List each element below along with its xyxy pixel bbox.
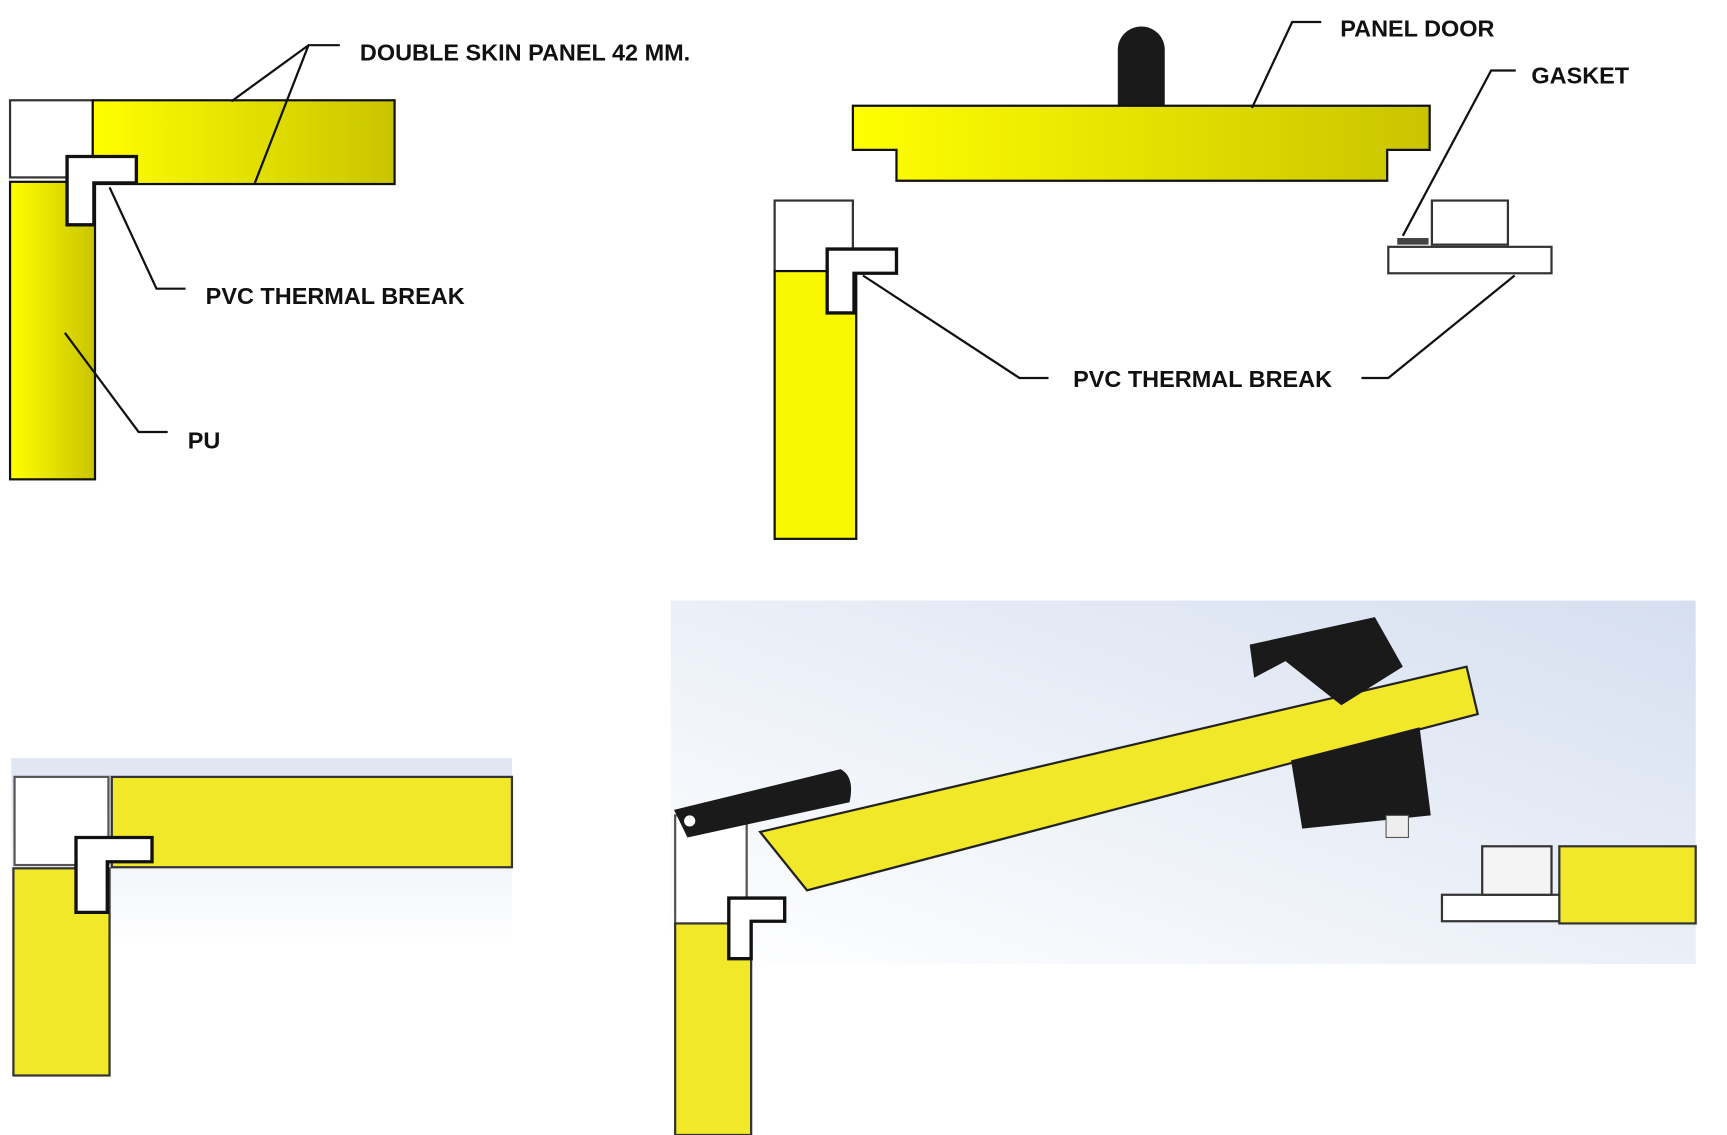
render-pvc-thermal-break (74, 835, 154, 915)
pvc-thermal-break (65, 154, 139, 227)
leader-double-skin (230, 44, 340, 184)
render-handle-bottom (1291, 727, 1431, 829)
render-horizontal-panel (110, 775, 514, 869)
label-pvc-thermal-break: PVC THERMAL BREAK (206, 283, 465, 309)
corner-render (11, 758, 514, 1077)
door-handle (1117, 26, 1165, 106)
render-pvc-left (727, 896, 787, 961)
corner-profile (8, 99, 94, 179)
leader-pu (63, 332, 168, 434)
render-bolt (1385, 814, 1409, 839)
label-pvc-thermal-break-right: PVC THERMAL BREAK (1073, 366, 1332, 392)
render-handle-top (1249, 617, 1403, 706)
vertical-panel-pu (8, 180, 97, 481)
label-gasket: GASKET (1531, 63, 1629, 89)
label-pu: PU (188, 428, 221, 454)
wall-panel (773, 269, 858, 540)
leader-pvc-left (108, 186, 186, 290)
leader-gasket (1401, 69, 1516, 237)
frame-profile-right (1430, 199, 1510, 246)
leader-pvc-right-b (1361, 274, 1516, 380)
door-open-render (670, 600, 1697, 1135)
door-section: PANEL DOOR GASKET PVC THERMAL BREAK (773, 16, 1629, 540)
horizontal-panel (91, 99, 396, 186)
corner-joint-section: DOUBLE SKIN PANEL 42 MM. PVC THERMAL BRE… (8, 40, 690, 481)
render-frame-right (1481, 845, 1553, 896)
render-wall-panel (674, 922, 753, 1135)
panel-door (851, 104, 1431, 182)
leader-panel-door (1250, 20, 1322, 109)
render-right-panel (1558, 845, 1697, 925)
leader-pvc-right-a (862, 274, 1049, 380)
render-door-panel (758, 665, 1480, 892)
pvc-thermal-break-right (1387, 245, 1553, 275)
pvc-thermal-break-left (825, 247, 899, 315)
render-hinge-pin (684, 815, 696, 827)
label-panel-door: PANEL DOOR (1340, 16, 1494, 42)
render-hinge (674, 769, 852, 838)
gasket (1397, 238, 1429, 245)
label-double-skin-panel: DOUBLE SKIN PANEL 42 MM. (360, 40, 690, 66)
